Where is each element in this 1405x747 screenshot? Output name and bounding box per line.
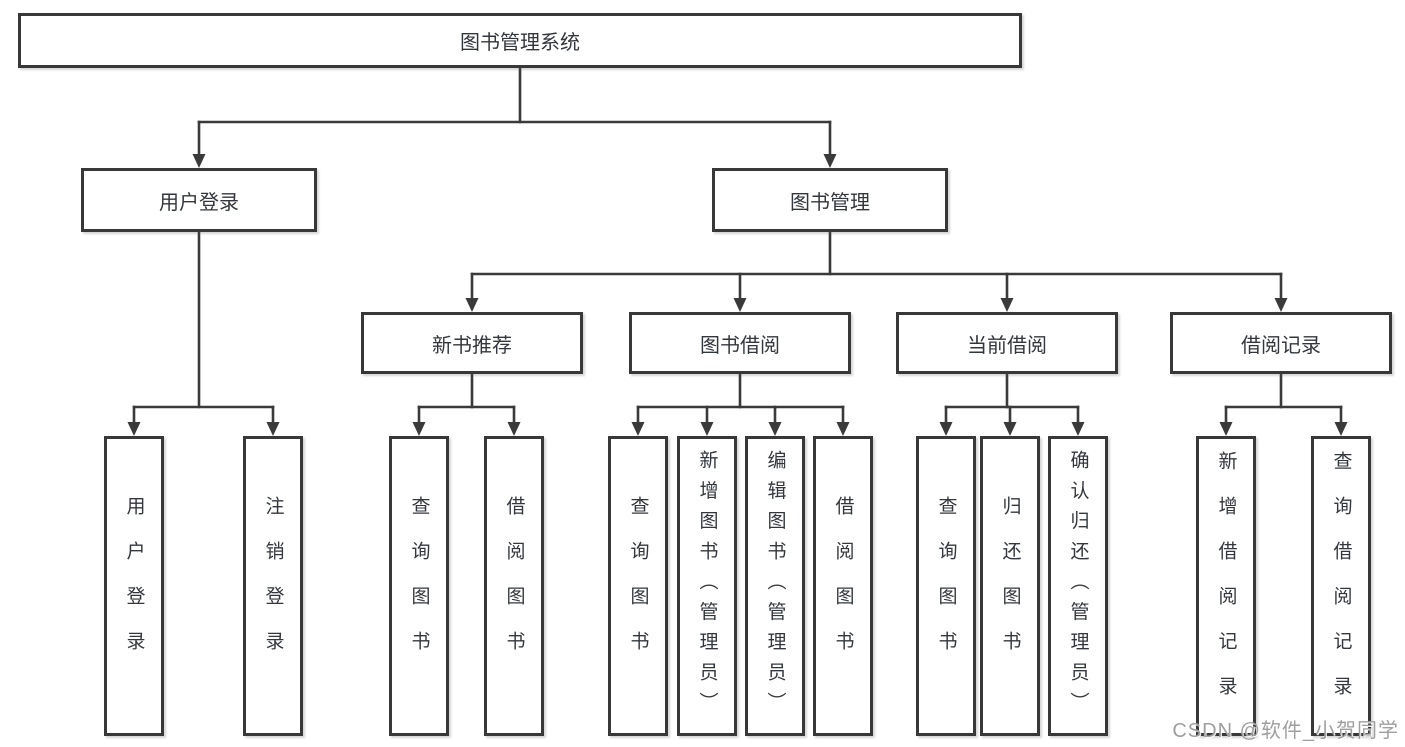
leaf-logout: 注销登录 (243, 436, 303, 736)
edge-arrowheads (127, 154, 1348, 436)
node-label: 图书管理 (790, 191, 870, 214)
node-label: 当前借阅 (967, 334, 1047, 357)
leaf-return-book: 归还图书 (980, 436, 1040, 736)
node-label: 图书管理系统 (460, 32, 580, 54)
node-label: 查询图书 (408, 496, 430, 676)
node-book-management: 图书管理 (712, 168, 948, 232)
node-label: 借阅图书 (832, 496, 854, 676)
leaf-edit-book-admin: 编辑图书（管理员） (745, 436, 805, 736)
edge-lines (132, 66, 1343, 425)
node-label: 用户登录 (123, 496, 145, 676)
node-label: 借阅图书 (503, 496, 525, 676)
leaf-user-login: 用户登录 (104, 436, 164, 736)
node-user-login: 用户登录 (81, 168, 317, 232)
leaf-query-borrow-record: 查询借阅记录 (1311, 436, 1371, 736)
leaf-confirm-return-admin: 确认归还（管理员） (1048, 436, 1108, 736)
node-label: 查询图书 (935, 496, 957, 676)
leaf-borrow-books-borrowing: 借阅图书 (813, 436, 873, 736)
node-label: 编辑图书（管理员） (764, 450, 786, 722)
leaf-query-books-recommend: 查询图书 (389, 436, 449, 736)
node-label: 注销登录 (262, 496, 284, 676)
node-new-book-recommendation: 新书推荐 (361, 312, 583, 374)
leaf-query-books-borrowing: 查询图书 (608, 436, 668, 736)
node-label: 新增借阅记录 (1215, 451, 1237, 721)
node-book-borrowing: 图书借阅 (629, 312, 851, 374)
leaf-borrow-books-recommend: 借阅图书 (484, 436, 544, 736)
node-label: 归还图书 (999, 496, 1021, 676)
leaf-add-borrow-record: 新增借阅记录 (1196, 436, 1256, 736)
node-root-library-management-system: 图书管理系统 (18, 13, 1022, 68)
node-label: 查询图书 (627, 496, 649, 676)
node-label: 查询借阅记录 (1330, 451, 1352, 721)
node-label: 借阅记录 (1241, 334, 1321, 357)
node-borrowing-records: 借阅记录 (1170, 312, 1392, 374)
node-label: 新增图书（管理员） (696, 450, 718, 722)
leaf-query-books-current: 查询图书 (916, 436, 976, 736)
leaf-add-book-admin: 新增图书（管理员） (677, 436, 737, 736)
node-current-borrowing: 当前借阅 (896, 312, 1118, 374)
node-label: 新书推荐 (432, 334, 512, 357)
node-label: 用户登录 (159, 191, 239, 214)
node-label: 确认归还（管理员） (1067, 450, 1089, 722)
node-label: 图书借阅 (700, 334, 780, 357)
